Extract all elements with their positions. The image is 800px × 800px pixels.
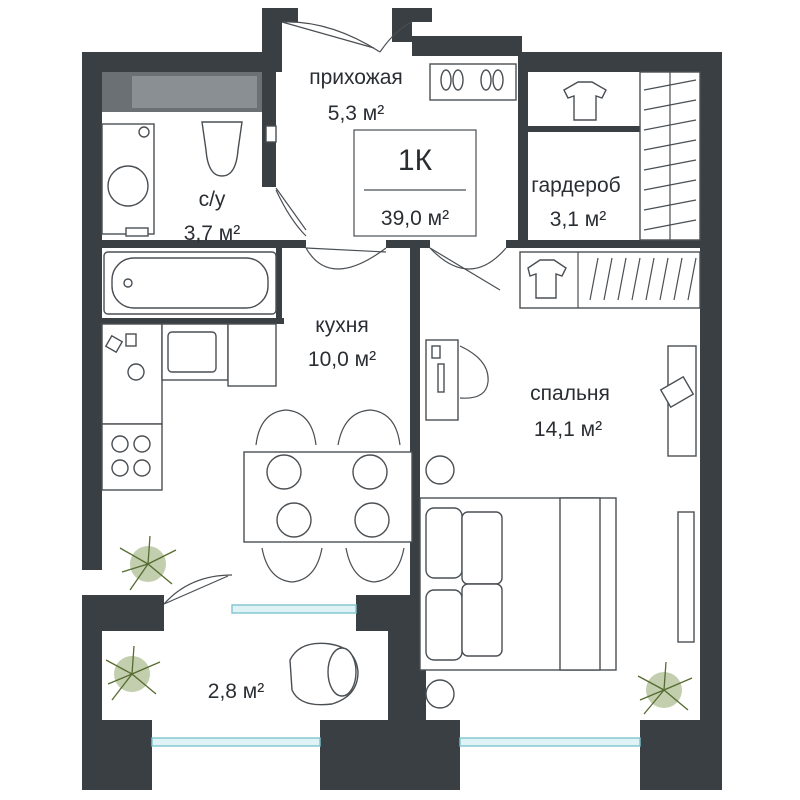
interior-walls — [102, 56, 700, 600]
shoe-rack-icon — [429, 63, 517, 101]
armchair-icon — [289, 642, 359, 706]
plant-icon-2 — [105, 645, 161, 701]
balcony-outer-window — [151, 737, 321, 747]
balcony-window — [231, 604, 357, 614]
bathroom-area: 3,7 м² — [184, 222, 240, 245]
sink-icon — [107, 165, 149, 207]
room-labels: прихожая 5,3 м² 1К 39,0 м² с/у 3,7 м² га… — [184, 66, 621, 703]
windows — [151, 604, 641, 747]
toilet-icon — [201, 121, 243, 177]
plant-icon-3 — [637, 661, 693, 715]
exterior-walls — [82, 8, 722, 790]
bedroom-fixtures — [419, 339, 697, 709]
kitchen-area: 10,0 м² — [308, 348, 376, 371]
summary-box — [353, 129, 477, 237]
nightstand-icon — [425, 455, 455, 485]
bedroom-name: спальня — [530, 382, 610, 405]
doors — [163, 21, 507, 605]
hallway-area: 5,3 м² — [328, 102, 384, 125]
shirt-icon-2 — [527, 259, 567, 299]
kitchen-name: кухня — [315, 314, 368, 337]
bathroom-name: с/у — [199, 188, 226, 211]
stove-icon — [101, 423, 163, 491]
hallway-name: прихожая — [309, 66, 403, 89]
apartment-type: 1К — [398, 144, 433, 177]
balcony-area: 2,8 м² — [208, 680, 264, 703]
tv-icon — [677, 511, 695, 643]
plant-icon — [119, 535, 177, 591]
bedroom-area: 14,1 м² — [534, 418, 602, 441]
apartment-total-area: 39,0 м² — [381, 207, 449, 230]
bathroom-fixtures — [101, 121, 277, 315]
kitchen-fixtures — [101, 323, 277, 491]
wardrobe-fixtures — [519, 71, 701, 309]
wardrobe-area: 3,1 м² — [550, 208, 606, 231]
bedroom-window — [459, 737, 641, 747]
shirt-icon — [563, 81, 607, 121]
dining-table-icon — [243, 409, 413, 583]
wardrobe-name: гардероб — [531, 174, 620, 197]
nightstand-icon-2 — [425, 679, 455, 709]
